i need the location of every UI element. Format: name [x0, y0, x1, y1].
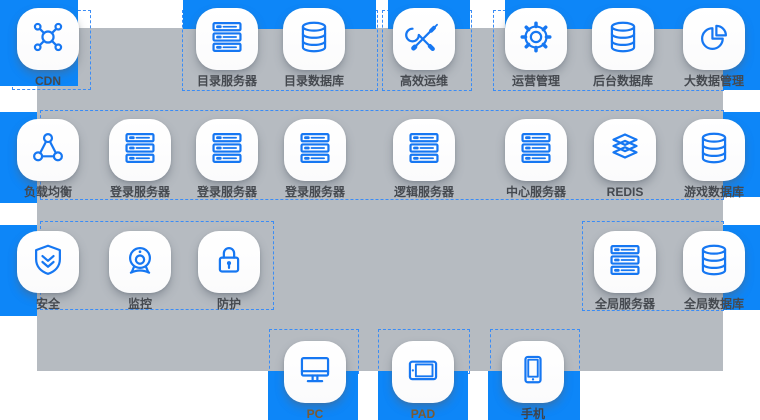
database-icon: [695, 129, 733, 172]
node-label: 负载均衡: [23, 185, 72, 199]
node-central-server: 中心服务器: [481, 119, 591, 199]
node-global-server: 全局服务器: [570, 231, 680, 311]
cdn-icon: [29, 18, 67, 61]
node-redis: REDIS: [570, 119, 680, 199]
pad-icon: [404, 351, 442, 394]
node-label: 高效运维: [399, 74, 448, 88]
node-monitoring: 监控: [85, 231, 195, 311]
phone-icon: [514, 351, 552, 394]
node-label: PAD: [410, 407, 436, 420]
layers-icon: [606, 129, 644, 172]
server-icon: [296, 129, 334, 172]
node-label: 登录服务器: [196, 185, 257, 199]
node-label: 登录服务器: [109, 185, 170, 199]
node-label: 后台数据库: [592, 74, 653, 88]
node-login-server-2: 登录服务器: [172, 119, 282, 199]
server-icon: [121, 129, 159, 172]
lock-icon: [210, 241, 248, 284]
node-label: CDN: [35, 74, 61, 88]
node-label: 手机: [520, 407, 545, 420]
server-icon: [606, 241, 644, 284]
server-icon: [405, 129, 443, 172]
node-logic-server: 逻辑服务器: [369, 119, 479, 199]
node-directory-database: 目录数据库: [259, 8, 369, 88]
node-global-database: 全局数据库: [659, 231, 760, 311]
pie-icon: [695, 18, 733, 61]
node-bigdata-management: 大数据管理: [659, 8, 760, 88]
database-icon: [295, 18, 333, 61]
node-security: 安全: [0, 231, 103, 311]
node-efficient-ops: 高效运维: [369, 8, 479, 88]
camera-icon: [121, 241, 159, 284]
node-load-balancer: 负载均衡: [0, 119, 103, 199]
shield-icon: [29, 241, 67, 284]
node-backend-database: 后台数据库: [568, 8, 678, 88]
server-icon: [208, 129, 246, 172]
database-icon: [695, 241, 733, 284]
node-label: 安全: [35, 297, 60, 311]
node-label: PC: [306, 407, 324, 420]
node-label: REDIS: [606, 185, 644, 199]
node-label: 全局服务器: [594, 297, 655, 311]
node-label: 游戏数据库: [683, 185, 744, 199]
loadbalance-icon: [29, 129, 67, 172]
node-phone: 手机: [478, 341, 588, 420]
node-label: 大数据管理: [683, 74, 744, 88]
node-label: 登录服务器: [284, 185, 345, 199]
node-pc: PC: [260, 341, 370, 420]
node-label: 监控: [127, 297, 152, 311]
node-pad: PAD: [368, 341, 478, 420]
node-label: 运营管理: [511, 74, 560, 88]
node-label: 目录服务器: [196, 74, 257, 88]
node-game-database: 游戏数据库: [659, 119, 760, 199]
server-icon: [517, 129, 555, 172]
node-cdn: CDN: [0, 8, 103, 88]
node-operation-management: 运营管理: [481, 8, 591, 88]
node-directory-server: 目录服务器: [172, 8, 282, 88]
node-login-server-3: 登录服务器: [260, 119, 370, 199]
node-login-server-1: 登录服务器: [85, 119, 195, 199]
tools-icon: [405, 18, 443, 61]
node-label: 防护: [216, 297, 241, 311]
server-icon: [208, 18, 246, 61]
node-label: 全局数据库: [683, 297, 744, 311]
gear-icon: [517, 18, 555, 61]
node-label: 中心服务器: [505, 185, 566, 199]
pc-icon: [296, 351, 334, 394]
node-protection: 防护: [174, 231, 284, 311]
node-label: 目录数据库: [283, 74, 344, 88]
node-label: 逻辑服务器: [393, 185, 454, 199]
database-icon: [604, 18, 642, 61]
